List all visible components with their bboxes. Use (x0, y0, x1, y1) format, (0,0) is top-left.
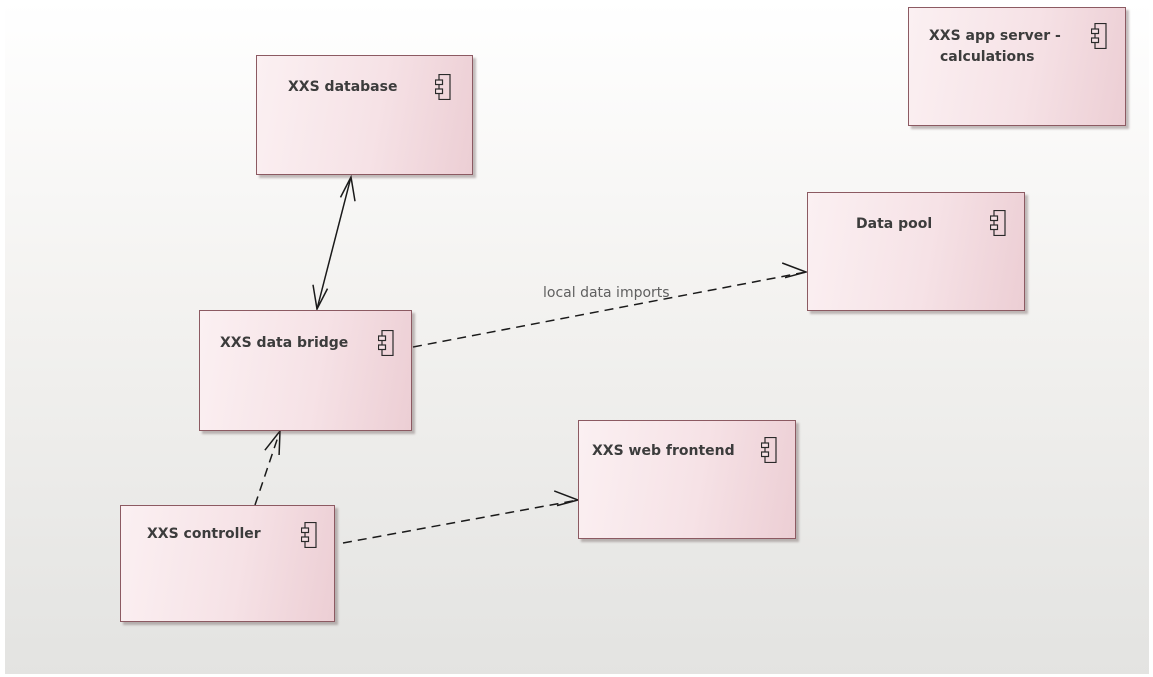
component-xxs-web-frontend[interactable]: XXS web frontend (578, 420, 796, 539)
component-icon (378, 330, 394, 356)
component-icon (761, 437, 777, 463)
component-icon (301, 522, 317, 548)
connector-controller-bridge[interactable] (254, 430, 281, 506)
component-label-line-2: calculations (940, 49, 1035, 65)
component-icon (435, 74, 451, 100)
component-data-pool[interactable]: Data pool (807, 192, 1025, 311)
arrowhead-bridge-end (312, 284, 329, 312)
component-xxs-data-bridge[interactable]: XXS data bridge (199, 310, 412, 431)
connector-bridge-datapool[interactable] (412, 271, 807, 348)
component-label: Data pool (856, 216, 933, 232)
component-label-line-1: XXS app server - (929, 28, 1061, 44)
arrowhead-database-end (339, 174, 356, 202)
connector-controller-frontend[interactable] (342, 499, 579, 544)
component-label: XXS app server - calculations (929, 26, 1061, 68)
arrowhead-bridge-from-controller (264, 428, 281, 456)
connector-database-bridge[interactable] (316, 176, 352, 310)
component-icon (990, 210, 1006, 236)
connector-label-local-data-imports: local data imports (543, 285, 670, 301)
component-label: XXS data bridge (220, 335, 349, 351)
component-label: XXS web frontend (592, 443, 735, 459)
component-xxs-controller[interactable]: XXS controller (120, 505, 335, 622)
component-xxs-app-server[interactable]: XXS app server - calculations (908, 7, 1126, 126)
arrowhead-datapool (781, 262, 809, 279)
component-label: XXS controller (147, 526, 261, 542)
component-label: XXS database (288, 79, 398, 95)
component-xxs-database[interactable]: XXS database (256, 55, 473, 175)
component-icon (1091, 23, 1107, 49)
